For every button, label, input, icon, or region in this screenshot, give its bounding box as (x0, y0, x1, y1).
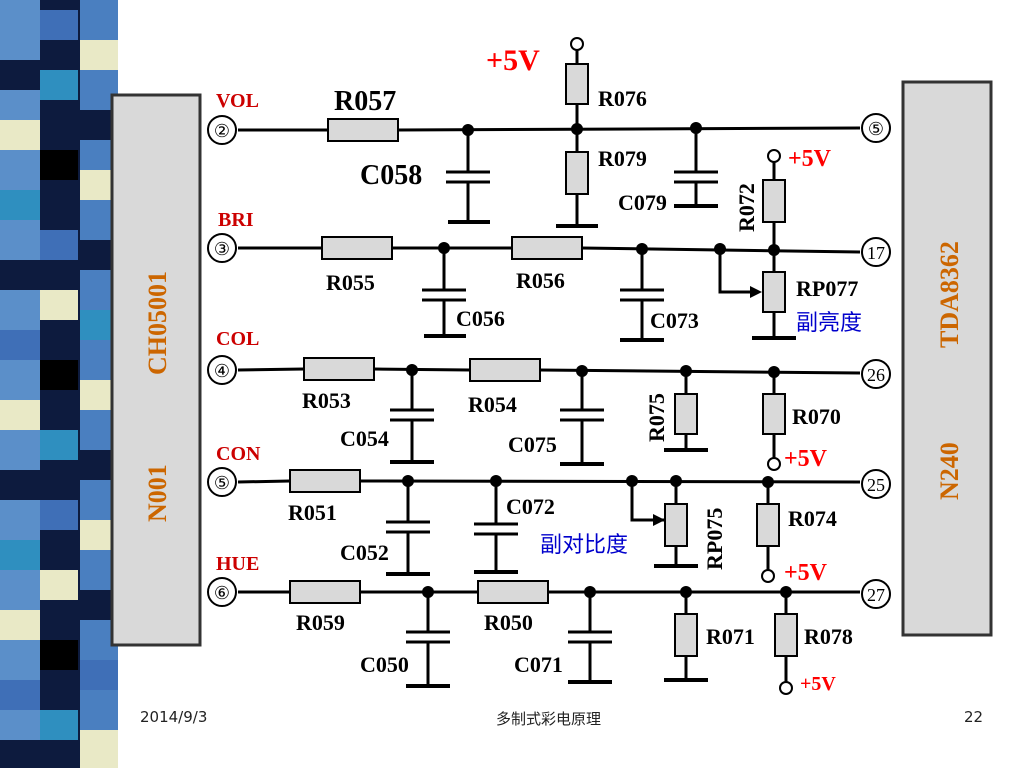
resistor-bodies (289, 63, 798, 657)
label-r054: R054 (468, 392, 517, 417)
pin-right-bri: 17 (867, 243, 885, 263)
pin-col: ④ (214, 361, 230, 382)
label-r071: R071 (706, 624, 755, 649)
right-pin-circles (861, 113, 891, 609)
signal-con: CON (216, 443, 261, 465)
footer-page-number: 22 (964, 708, 984, 726)
label-r051: R051 (288, 500, 337, 525)
supply-terminals (570, 37, 793, 695)
label-c058: C058 (360, 160, 422, 191)
left-chip (110, 93, 202, 647)
label-rp077: RP077 (796, 276, 858, 301)
supply-r072: +5V (788, 146, 832, 172)
label-r076: R076 (598, 86, 647, 111)
label-r074: R074 (788, 506, 837, 531)
right-chip-line1: TDA8362 (935, 241, 964, 348)
label-r057: R057 (334, 86, 396, 117)
label-c056: C056 (456, 306, 505, 331)
label-r055: R055 (326, 270, 375, 295)
pin-right-con: 25 (867, 475, 885, 495)
label-r078: R078 (804, 624, 853, 649)
label-r053: R053 (302, 388, 351, 413)
signal-hue: HUE (216, 553, 259, 575)
footer-date: 2014/9/3 (140, 708, 208, 726)
wiper-arrows (653, 286, 762, 526)
left-chip-line1: CH05001 (143, 271, 172, 375)
pin-right-col: 26 (867, 365, 885, 385)
signal-vol: VOL (216, 90, 259, 112)
label-c073: C073 (650, 308, 699, 333)
pin-vol: ② (214, 121, 230, 142)
pin-bri: ③ (214, 239, 230, 260)
label-r070: R070 (792, 404, 841, 429)
left-pin-circles (207, 115, 237, 607)
label-c072: C072 (506, 494, 555, 519)
label-r056: R056 (516, 268, 565, 293)
signal-bri: BRI (218, 209, 254, 231)
label-c052: C052 (340, 540, 389, 565)
label-r050: R050 (484, 610, 533, 635)
label-r079: R079 (598, 146, 647, 171)
left-chip-line2: N001 (143, 464, 172, 522)
label-c071: C071 (514, 652, 563, 677)
pin-con: ⑤ (214, 473, 230, 494)
supply-r070: +5V (784, 446, 828, 472)
label-c075: C075 (508, 432, 557, 457)
supply-r074: +5V (784, 560, 828, 586)
label-r072: R072 (734, 183, 759, 232)
label-r075: R075 (644, 393, 669, 442)
note-brightness: 副亮度 (796, 311, 862, 336)
pin-right-hue: 27 (867, 585, 885, 605)
right-chip (901, 80, 993, 637)
label-c050: C050 (360, 652, 409, 677)
capacitor-plates (386, 170, 718, 644)
supply-r078: +5V (800, 673, 836, 695)
label-rp075: RP075 (702, 508, 727, 570)
footer-title: 多制式彩电原理 (496, 710, 602, 728)
label-c054: C054 (340, 426, 389, 451)
pin-right-vol: ⑤ (868, 119, 884, 140)
supply-top: +5V (486, 44, 540, 77)
pin-hue: ⑥ (214, 583, 230, 604)
circuit-diagram: CH05001 N001 TDA8362 N240 ② ③ ④ ⑤ ⑥ ⑤ 17… (110, 37, 993, 695)
signal-col: COL (216, 328, 259, 350)
right-chip-line2: N240 (935, 442, 964, 500)
label-c079: C079 (618, 190, 667, 215)
label-r059: R059 (296, 610, 345, 635)
note-contrast: 副对比度 (540, 533, 628, 558)
ground-symbols (386, 204, 796, 688)
junction-dots (402, 122, 792, 598)
